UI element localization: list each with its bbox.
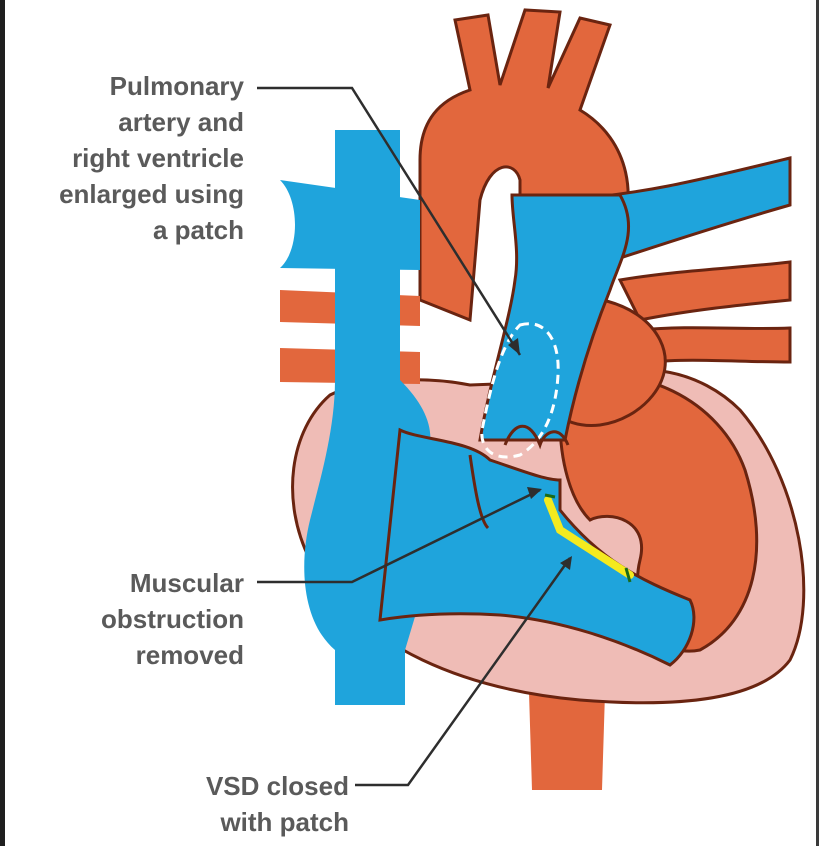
label-line: Pulmonary [59, 68, 244, 104]
label-line: VSD closed [206, 768, 349, 804]
label-muscular-obstruction: Muscular obstruction removed [101, 565, 244, 673]
pulmonary-vein-upper-right [620, 262, 790, 320]
label-line: artery and [59, 104, 244, 140]
label-line: Muscular [101, 565, 244, 601]
label-line: removed [101, 637, 244, 673]
label-pulmonary-artery-patch: Pulmonary artery and right ventricle enl… [59, 68, 244, 248]
label-line: obstruction [101, 601, 244, 637]
label-line: with patch [206, 804, 349, 840]
label-line: right ventricle [59, 140, 244, 176]
label-vsd-closed: VSD closed with patch [206, 768, 349, 840]
label-line: a patch [59, 212, 244, 248]
label-line: enlarged using [59, 176, 244, 212]
vsd-patch-marker-top [545, 495, 555, 497]
